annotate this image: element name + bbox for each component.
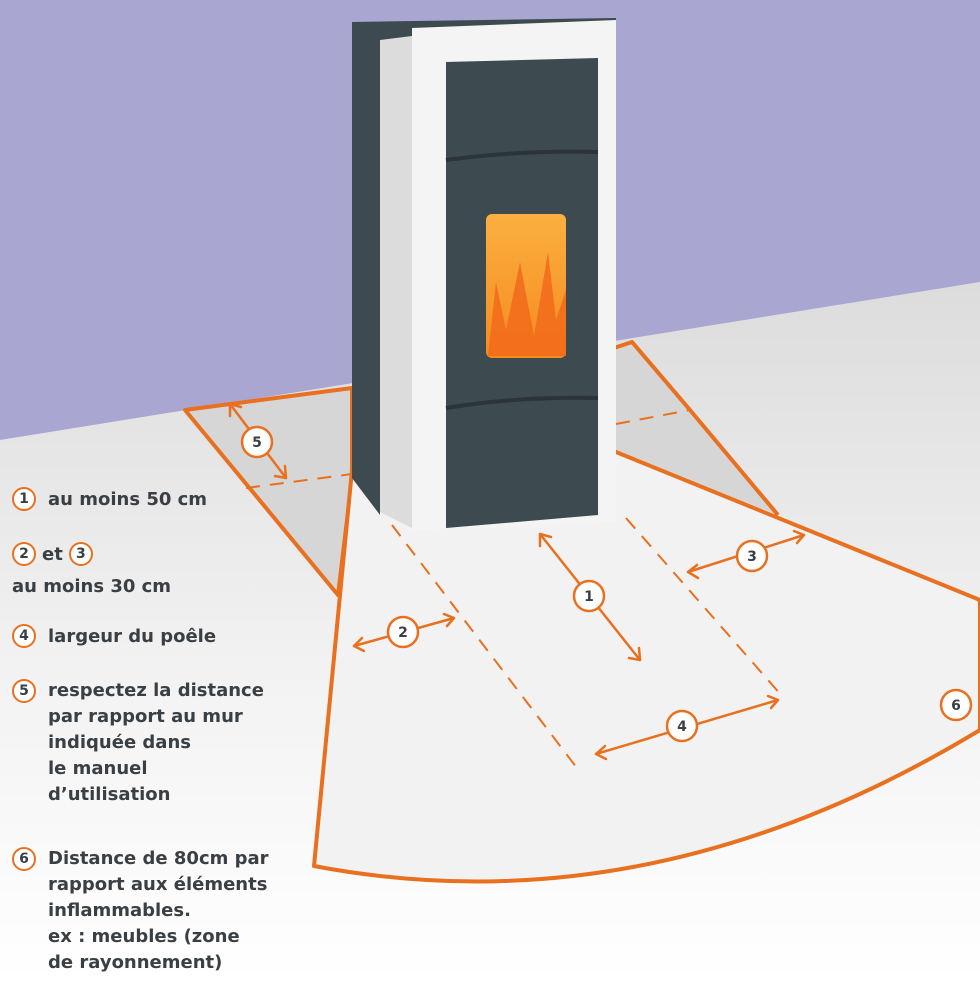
- legend-marker-3: 3: [68, 542, 93, 566]
- legend-item-2-3: 2 et 3: [12, 542, 93, 568]
- right-side-zone-border: [613, 340, 780, 517]
- legend-text-4: largeur du poêle: [48, 626, 217, 647]
- radiation-zone: [312, 450, 980, 884]
- marker-1: 1: [572, 579, 606, 613]
- pellet-stove: [352, 18, 616, 530]
- legend-marker-1: 1: [12, 487, 36, 511]
- stove-panel-divider-bottom: [445, 395, 599, 410]
- svg-text:4: 4: [677, 719, 687, 735]
- svg-text:5: 5: [252, 435, 262, 451]
- legend-text-2-3: au moins 30 cm: [12, 576, 172, 597]
- legend-item-6: 6 Distance de 80cm par rapport aux éléme…: [12, 846, 269, 976]
- legend-item-4: 4 largeur du poêle: [12, 624, 216, 650]
- stove-panel-divider-top: [445, 149, 599, 162]
- legend-text-6: Distance de 80cm par rapport aux élément…: [48, 848, 269, 973]
- svg-text:2: 2: [398, 625, 408, 641]
- legend-marker-2: 2: [12, 542, 36, 566]
- legend-item-5: 5 respectez la distance par rapport au m…: [12, 678, 264, 808]
- marker-5: 5: [240, 425, 274, 459]
- right-side-zone: [614, 342, 778, 515]
- svg-text:6: 6: [951, 698, 961, 714]
- legend: 1 au moins 50 cm 2 et 3 au moins 30 cm 4…: [0, 0, 340, 981]
- stove-side-white: [380, 36, 412, 528]
- legend-marker-6: 6: [12, 847, 36, 871]
- legend-joiner: et: [42, 544, 63, 565]
- legend-marker-4: 4: [12, 624, 36, 648]
- marker-6: 6: [939, 688, 973, 722]
- svg-text:1: 1: [584, 589, 594, 605]
- marker-4: 4: [665, 709, 699, 743]
- svg-text:3: 3: [747, 549, 757, 565]
- stove-side-dark: [352, 18, 616, 515]
- legend-text-1: au moins 50 cm: [48, 489, 208, 510]
- legend-text-5: respectez la distance par rapport au mur…: [48, 680, 264, 805]
- flame-icon: [488, 252, 566, 356]
- dashed-guides: [245, 409, 783, 773]
- legend-item-1: 1 au moins 50 cm: [12, 487, 207, 513]
- marker-3: 3: [735, 539, 769, 573]
- marker-2: 2: [386, 615, 420, 649]
- legend-marker-5: 5: [12, 679, 36, 703]
